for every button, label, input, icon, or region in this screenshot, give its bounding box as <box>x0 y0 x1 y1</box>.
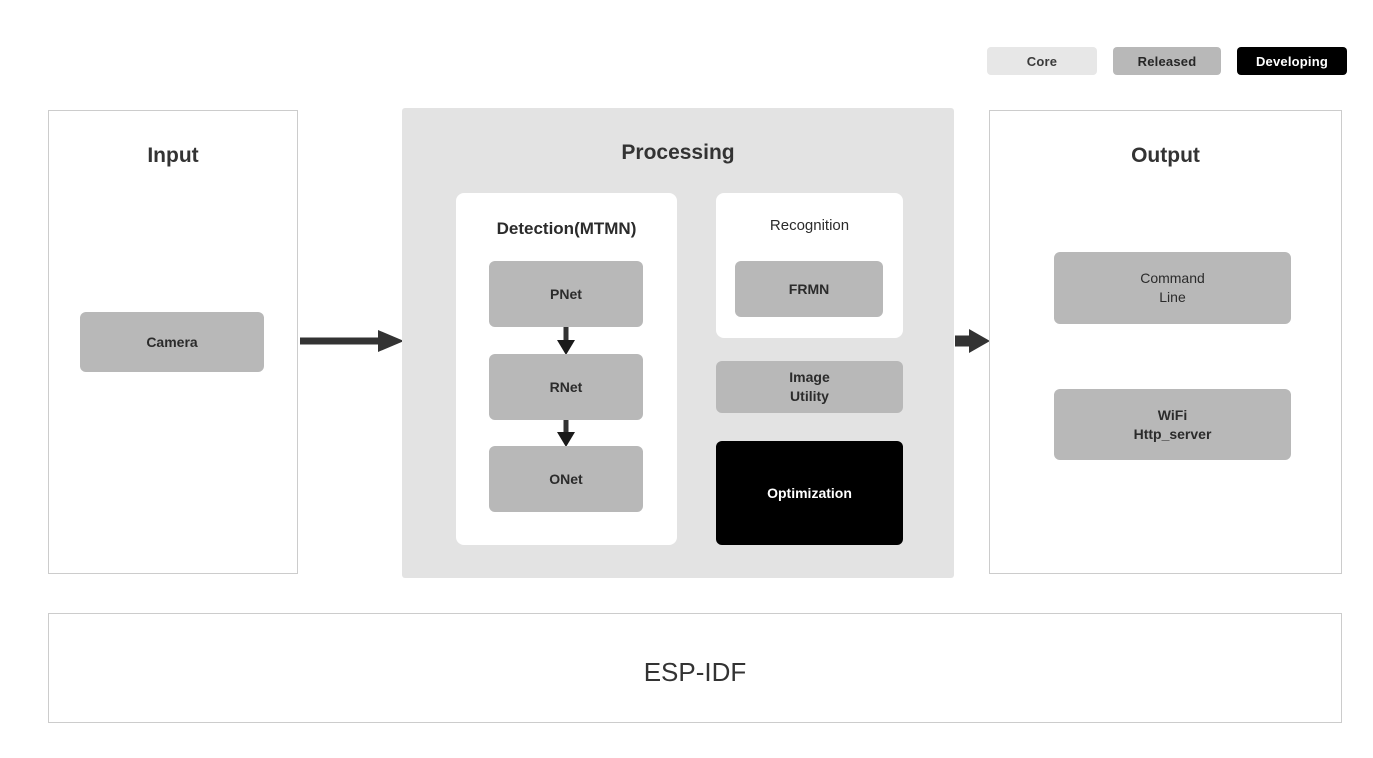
arrow-rnet-to-onet-icon <box>557 420 575 447</box>
output-panel-title: Output <box>1131 144 1200 167</box>
recognition-card-title: Recognition <box>769 217 850 234</box>
node-frmn: FRMN <box>735 261 883 317</box>
arrow-input-to-processing-icon <box>300 330 404 352</box>
node-command-line: Command Line <box>1054 252 1291 324</box>
arrow-processing-to-output-icon <box>955 329 990 353</box>
node-wifi-http-server: WiFi Http_server <box>1054 389 1291 460</box>
arrow-pnet-to-rnet-icon <box>557 327 575 355</box>
legend-item-released: Released <box>1113 47 1221 75</box>
espidf-panel: ESP-IDF <box>48 613 1342 723</box>
detection-card-title: Detection(MTMN) <box>496 219 637 238</box>
legend-item-developing: Developing <box>1237 47 1347 75</box>
node-rnet: RNet <box>489 354 643 420</box>
legend-item-core: Core <box>987 47 1097 75</box>
node-camera: Camera <box>80 312 264 372</box>
legend: Core Released Developing <box>987 47 1347 75</box>
processing-panel-title: Processing <box>621 141 735 164</box>
input-panel-title: Input <box>147 144 199 167</box>
node-image-utility: Image Utility <box>716 361 903 413</box>
output-panel: Output <box>989 110 1342 574</box>
node-onet: ONet <box>489 446 643 512</box>
node-pnet: PNet <box>489 261 643 327</box>
node-optimization: Optimization <box>716 441 903 545</box>
espidf-label: ESP-IDF <box>643 657 747 687</box>
